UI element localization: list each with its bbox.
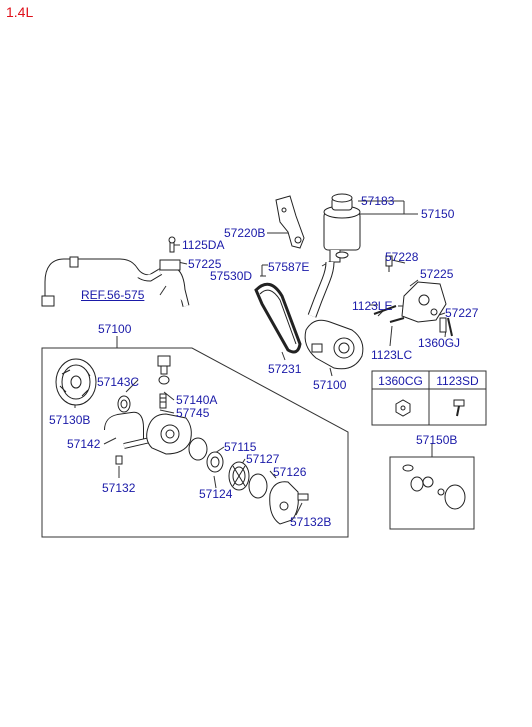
- reservoir-bracket: [275, 195, 305, 249]
- fastener-table-col-1360CG[interactable]: 1360CG: [378, 374, 423, 388]
- gasket: [248, 473, 268, 499]
- reference-link[interactable]: REF.56-575: [81, 288, 145, 302]
- callout-57225-bracket[interactable]: 57225: [420, 267, 454, 281]
- pump-body: [115, 413, 192, 465]
- callout-57126[interactable]: 57126: [273, 465, 307, 479]
- callout-57231[interactable]: 57231: [268, 362, 302, 376]
- pump-assembly-view: [304, 319, 364, 370]
- callout-1125DA[interactable]: 1125DA: [182, 238, 225, 252]
- suction-pipe: [104, 411, 151, 449]
- callout-57228[interactable]: 57228: [385, 250, 419, 264]
- engine-variant-label: 1.4L: [6, 4, 34, 20]
- suction-hose: [307, 261, 335, 318]
- drive-belt: [254, 282, 302, 354]
- pressure-hose: [41, 236, 190, 307]
- callout-1123LC[interactable]: 1123LC: [371, 348, 413, 362]
- pump-bracket: [373, 255, 453, 337]
- callout-57150[interactable]: 57150: [421, 207, 455, 221]
- callout-1360GJ[interactable]: 1360GJ: [418, 336, 461, 350]
- callout-1123LE[interactable]: 1123LE: [352, 299, 393, 313]
- callout-57143C[interactable]: 57143C: [97, 375, 140, 389]
- union-fitting: [157, 355, 171, 409]
- rotor: [228, 461, 250, 491]
- pump-cover: [269, 481, 309, 525]
- callout-57225-hose[interactable]: 57225: [188, 257, 222, 271]
- cam-ring: [206, 451, 224, 473]
- callout-57220B[interactable]: 57220B: [224, 226, 266, 240]
- callout-57183[interactable]: 57183: [361, 194, 395, 208]
- callout-57115[interactable]: 57115: [224, 440, 257, 454]
- callout-57124[interactable]: 57124: [199, 487, 233, 501]
- pump-assembly-frame: [41, 347, 349, 538]
- pulley-nut: [117, 395, 131, 413]
- callout-57132B[interactable]: 57132B: [290, 515, 332, 529]
- callout-57745[interactable]: 57745: [176, 406, 210, 420]
- callout-57100-group[interactable]: 57100: [98, 322, 132, 336]
- callout-57100-assembly[interactable]: 57100: [313, 378, 347, 392]
- callout-57140A[interactable]: 57140A: [176, 393, 218, 407]
- callout-57130B[interactable]: 57130B: [49, 413, 91, 427]
- callout-57127[interactable]: 57127: [246, 452, 280, 466]
- callout-57132[interactable]: 57132: [102, 481, 136, 495]
- seal-kit-parts: [402, 464, 466, 510]
- fastener-table-col-1123SD[interactable]: 1123SD: [436, 374, 479, 388]
- callout-57150B[interactable]: 57150B: [416, 433, 458, 447]
- callout-57587E[interactable]: 57587E: [268, 260, 310, 274]
- fastener-table-grid: [371, 370, 487, 426]
- callout-57142[interactable]: 57142: [67, 437, 101, 451]
- o-ring: [188, 437, 208, 461]
- callout-57227[interactable]: 57227: [445, 306, 479, 320]
- callout-57530D[interactable]: 57530D: [210, 269, 253, 283]
- pulley: [55, 358, 97, 406]
- fastener-table-icons: [395, 399, 465, 417]
- reservoir: [323, 193, 361, 263]
